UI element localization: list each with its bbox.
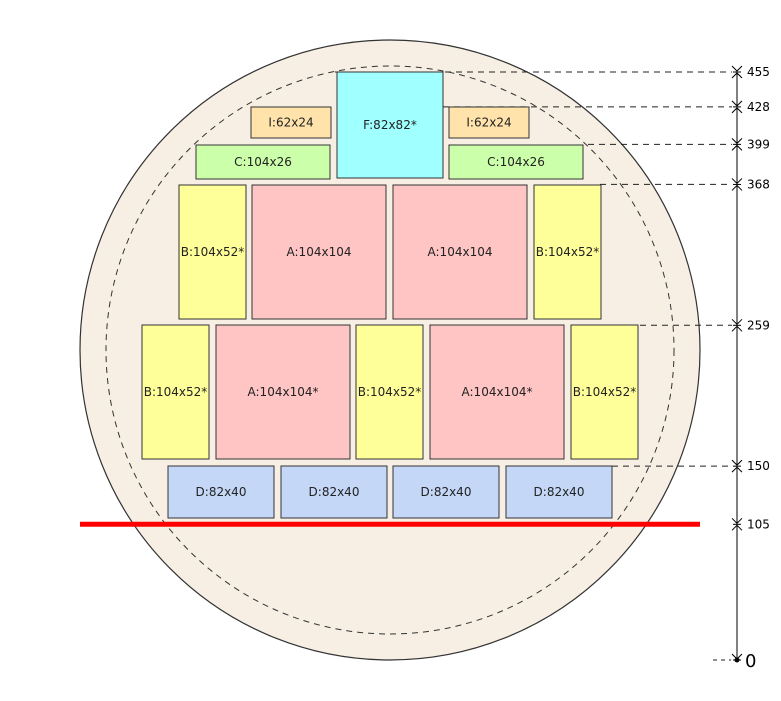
chip-label: D:82x40 [534, 485, 585, 499]
chip-c: C:104x26 [195, 144, 331, 180]
chip-rect [448, 106, 530, 139]
scale-arrow [731, 459, 743, 466]
scale-label: 150 [747, 459, 770, 473]
chip-rect [448, 144, 584, 180]
chip-rect [505, 465, 613, 519]
chip-label: D:82x40 [309, 485, 360, 499]
scale-arrow [731, 178, 743, 185]
scale-origin-dot [734, 657, 740, 663]
scale-arrow [731, 318, 743, 325]
chip-d: D:82x40 [505, 465, 613, 519]
chip-d: D:82x40 [280, 465, 388, 519]
chip-rect [251, 184, 387, 320]
chip-rect [533, 184, 602, 320]
chip-label: B:104x52* [144, 385, 208, 399]
chip-label: I:62x24 [268, 116, 313, 130]
chip-i: I:62x24 [448, 106, 530, 139]
chip-label: B:104x52* [573, 385, 637, 399]
chip-label: D:82x40 [421, 485, 472, 499]
chip-label: A:104x104 [287, 245, 352, 259]
chip-a: A:104x104 [392, 184, 528, 320]
scale-arrow [731, 325, 743, 332]
chip-rect [355, 324, 424, 460]
scale-label: 428 [747, 100, 770, 114]
chip-a: A:104x104 [251, 184, 387, 320]
scale-label: 399 [747, 137, 770, 151]
chip-rect [570, 324, 639, 460]
chip-label: D:82x40 [196, 485, 247, 499]
chip-rect [141, 324, 210, 460]
scale-label: 105 [747, 517, 770, 531]
chip-label: A:104x104 [428, 245, 493, 259]
scale-label: 0 [745, 651, 756, 672]
chip-rect [195, 144, 331, 180]
scale-arrow [731, 184, 743, 191]
chip-rect [167, 465, 275, 519]
scale-arrow [731, 517, 743, 525]
scale-label: 455 [747, 65, 770, 79]
chip-label: B:104x52* [358, 385, 422, 399]
scale-arrow [731, 65, 743, 72]
scale-arrow [731, 466, 743, 473]
height-scale: 455 428 399 368 259 150 105 0 [713, 65, 770, 672]
scale-arrow [731, 138, 743, 145]
chip-i: I:62x24 [250, 106, 332, 139]
chip-rect [336, 71, 444, 179]
scale-label: 259 [747, 318, 770, 332]
chip-b: B:104x52* [570, 324, 639, 460]
chip-b: B:104x52* [355, 324, 424, 460]
scale-arrow [731, 72, 743, 79]
chip-d: D:82x40 [392, 465, 500, 519]
scale-arrow [731, 107, 743, 114]
chip-rect [178, 184, 247, 320]
scale-label: 368 [747, 177, 770, 191]
chip-label: I:62x24 [466, 116, 511, 130]
chip-c: C:104x26 [448, 144, 584, 180]
chip-a: A:104x104* [429, 324, 565, 460]
scale-arrow [731, 100, 743, 107]
chip-rect [429, 324, 565, 460]
chip-label: A:104x104* [462, 385, 533, 399]
chip-rect [280, 465, 388, 519]
chip-f: F:82x82* [336, 71, 444, 179]
chip-label: A:104x104* [248, 385, 319, 399]
chip-rect [392, 465, 500, 519]
chip-d: D:82x40 [167, 465, 275, 519]
chip-label: C:104x26 [234, 155, 292, 169]
chip-rect [250, 106, 332, 139]
chip-rect [392, 184, 528, 320]
chip-b: B:104x52* [178, 184, 247, 320]
chip-rect [215, 324, 351, 460]
scale-arrow [731, 144, 743, 151]
chip-label: F:82x82* [363, 118, 417, 132]
chip-label: B:104x52* [181, 245, 245, 259]
chip-a: A:104x104* [215, 324, 351, 460]
chip-b: B:104x52* [141, 324, 210, 460]
usable-area-boundary [105, 65, 675, 635]
chip-label: B:104x52* [536, 245, 600, 259]
scale-arrow [731, 524, 743, 531]
chip-label: C:104x26 [487, 155, 545, 169]
chip-b: B:104x52* [533, 184, 602, 320]
